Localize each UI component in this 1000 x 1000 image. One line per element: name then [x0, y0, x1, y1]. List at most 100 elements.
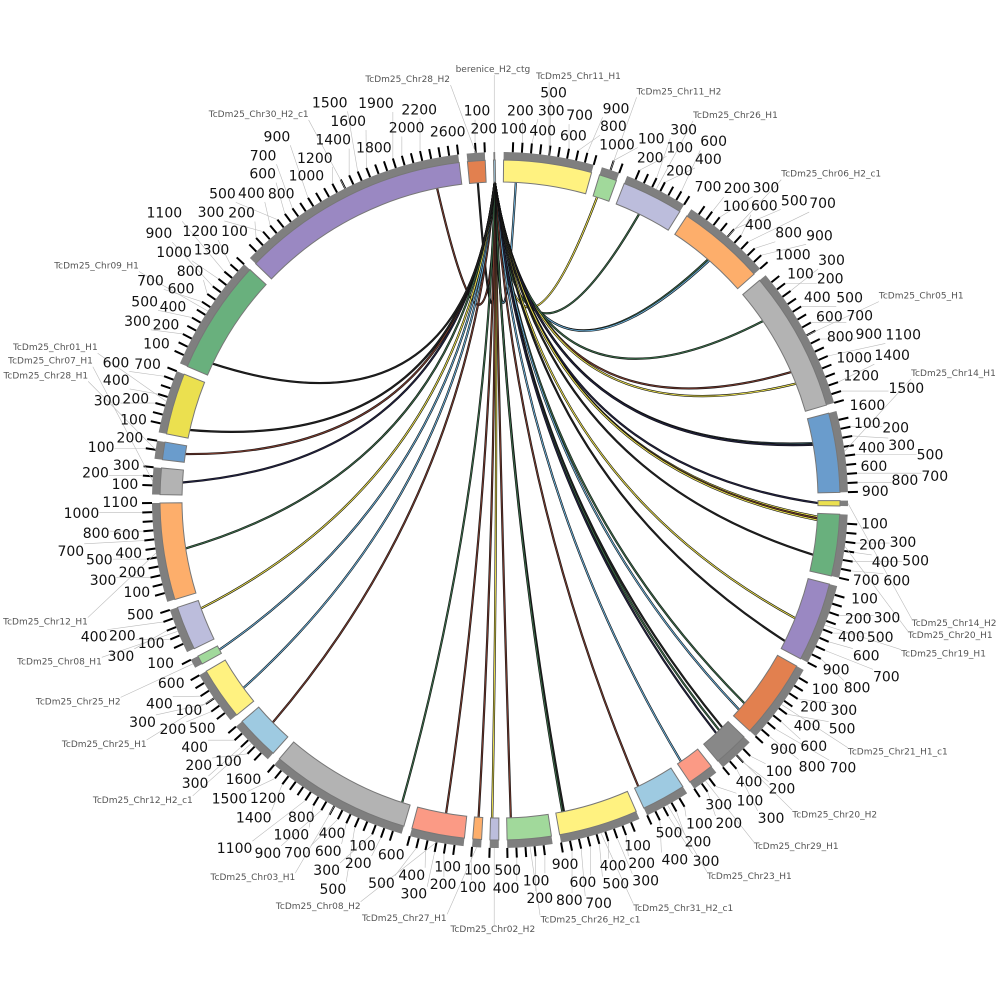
tick-label: 100	[221, 224, 248, 240]
segment-bar	[466, 159, 487, 185]
tick-mark	[362, 821, 369, 832]
leader-line	[625, 835, 629, 857]
segment-bar	[506, 813, 553, 841]
tick-mark	[845, 540, 856, 545]
tick-mark	[315, 192, 322, 203]
segment-label: TcDm25_Chr30_H2_c1	[208, 110, 309, 120]
tick-label: 1500	[312, 95, 348, 111]
leader-line	[294, 805, 335, 874]
segment-TcDm25_Chr29_H1	[676, 748, 717, 798]
tick-label: 300	[753, 181, 780, 197]
tick-label: 500	[917, 447, 944, 463]
segment-TcDm25_Chr08_H2	[406, 806, 468, 856]
tick-mark	[236, 256, 245, 265]
tick-mark	[621, 825, 628, 836]
tick-label: 800	[600, 119, 627, 135]
tick-mark	[152, 583, 163, 588]
segment-axis-band	[493, 152, 496, 161]
leader-line	[580, 848, 586, 897]
tick-mark	[356, 171, 363, 182]
tick-mark	[533, 846, 537, 857]
tick-label: 500	[602, 877, 629, 893]
tick-mark	[654, 810, 661, 821]
tick-mark	[391, 158, 397, 169]
tick-label: 500	[540, 86, 567, 102]
leader-line	[446, 847, 477, 915]
segment-label: TcDm25_Chr31_H2_c1	[632, 904, 733, 914]
links-layer	[182, 181, 819, 818]
tick-label: 300	[890, 535, 917, 551]
segment-label: TcDm25_Chr20_H1	[907, 631, 993, 641]
tick-label: 700	[830, 760, 857, 776]
tick-mark	[383, 161, 389, 172]
segment-bar	[411, 806, 468, 839]
segment-label: TcDm25_Chr27_H1	[361, 914, 447, 924]
leader-line	[664, 167, 696, 183]
tick-label: 100	[147, 656, 174, 672]
leader-line	[203, 280, 208, 295]
tick-mark	[592, 154, 598, 166]
tick-label: 800	[83, 526, 110, 542]
segment-label: TcDm25_Chr20_H2	[791, 810, 877, 820]
tick-label: 200	[628, 856, 655, 872]
tick-label: 1600	[850, 398, 886, 414]
tick-mark	[229, 263, 239, 272]
leader-line	[719, 196, 753, 218]
tick-label: 800	[892, 473, 919, 489]
segment-axis-band	[472, 838, 482, 848]
tick-label: 700	[853, 573, 880, 589]
tick-mark	[155, 402, 166, 407]
tick-label: 800	[556, 893, 583, 909]
leader-line	[734, 209, 782, 230]
tick-mark	[424, 840, 429, 851]
tick-mark	[299, 202, 307, 212]
leader-line	[667, 804, 708, 873]
tick-label: 500	[902, 554, 929, 570]
leader-line	[192, 743, 252, 797]
tick-label: 300	[108, 649, 135, 665]
leader-line	[290, 145, 309, 198]
tick-mark	[428, 148, 433, 160]
tick-label: 500	[189, 721, 216, 737]
segment-label: TcDm25_Chr14_H1	[910, 369, 996, 379]
tick-mark	[304, 791, 312, 801]
leader-line	[844, 546, 909, 632]
tick-label: 100	[120, 412, 147, 428]
tick-label: 900	[806, 228, 833, 244]
leader-line	[252, 800, 306, 842]
tick-label: 100	[143, 336, 170, 352]
leader-lines-layer	[84, 75, 922, 925]
tick-mark	[455, 144, 460, 155]
tick-label: 1800	[356, 140, 392, 156]
tick-label: 1400	[315, 133, 351, 149]
tick-mark	[825, 372, 836, 378]
tick-label: 300	[538, 103, 565, 119]
tick-label: 200	[345, 856, 372, 872]
tick-mark	[753, 254, 762, 263]
tick-mark	[400, 155, 406, 166]
leader-line	[599, 843, 603, 877]
segment-label: TcDm25_Chr11_H1	[535, 72, 621, 82]
leader-line	[450, 84, 477, 153]
tick-label: 500	[368, 876, 395, 892]
tick-mark	[157, 393, 168, 398]
tick-label: 600	[800, 739, 827, 755]
segment-axis-band	[152, 502, 175, 602]
segment-axis-band	[800, 584, 838, 663]
segment-bar	[159, 467, 184, 496]
tick-label: 100	[787, 267, 814, 283]
tick-label: 1500	[212, 792, 248, 808]
tick-label: 2200	[401, 102, 437, 118]
segment-TcDm25_Chr31_H2_c1	[555, 790, 640, 853]
leader-line	[87, 381, 156, 450]
tick-label: 300	[124, 314, 151, 330]
leader-line	[107, 621, 164, 630]
segment-axis-band	[839, 500, 848, 507]
tick-mark	[186, 324, 197, 332]
segment-TcDm25_Chr26_H2_c1	[506, 813, 553, 858]
tick-mark	[196, 308, 206, 316]
segment-TcDm25_Chr12_H2_c1	[227, 706, 289, 762]
tick-label: 300	[693, 854, 720, 870]
tick-label: 600	[560, 128, 587, 144]
